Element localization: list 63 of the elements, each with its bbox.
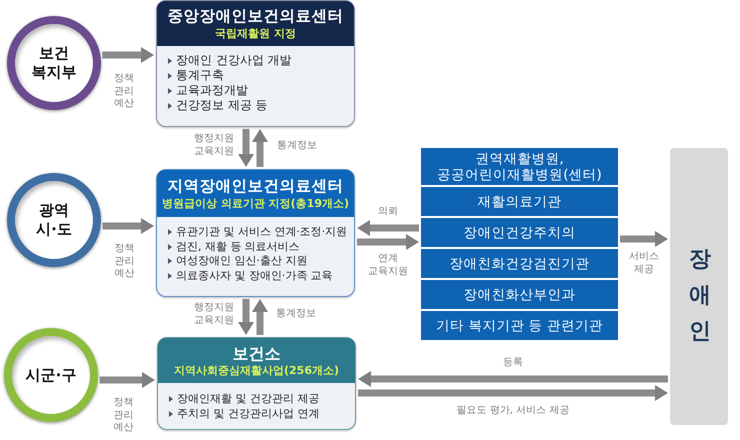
panel-title: 보건소 xyxy=(232,344,280,362)
edge-label: 서비스 제공 xyxy=(628,251,660,276)
arrow xyxy=(252,299,268,335)
circle-label: 보건 복지부 xyxy=(30,44,78,82)
edge-label: 등록 xyxy=(502,357,524,370)
bullet-text: 의료종사자 및 장애인·가족 교육 xyxy=(176,268,333,283)
institution-box xyxy=(421,311,618,340)
institution-box xyxy=(421,218,618,247)
bullet-text: 장애인 건강사업 개발 xyxy=(176,53,292,68)
edge-label: 통계정보 xyxy=(275,308,317,320)
arrow xyxy=(357,234,419,250)
circle-node xyxy=(4,328,98,422)
arrow xyxy=(252,129,268,167)
panel-title: 중앙장애인보건의료센터 xyxy=(168,6,344,26)
institution-name: 기타 복지기관 등 관련기관 xyxy=(435,318,604,334)
institution-name: 장애친화건강검진기관 xyxy=(448,256,590,272)
institution-name: 재활의료기관 xyxy=(476,194,562,210)
panel-subtitle: 병원급이상 의료기관 지정(총19개소) xyxy=(162,196,350,210)
edge-label: 정책 관리 예산 xyxy=(113,73,136,110)
edge-label: 행정지원 교육지원 xyxy=(193,133,235,158)
institution-name: 장애친화산부인과 xyxy=(462,286,576,302)
bullet-text: 주치의 및 건강관리사업 연계 xyxy=(177,406,320,421)
arrow xyxy=(100,372,155,388)
info-panel xyxy=(157,337,356,430)
arrow xyxy=(358,371,668,387)
circle-node xyxy=(7,173,101,267)
bullet-text: 통계구축 xyxy=(176,68,224,83)
institution-name: 권역재활병원, 공공어린이재활병원(센터) xyxy=(436,150,603,182)
info-panel xyxy=(156,169,355,297)
institution-box xyxy=(421,148,618,185)
edge-label: 연계 교육지원 xyxy=(367,253,409,278)
panel-title: 지역장애인보건의료센터 xyxy=(168,176,344,196)
edge-label: 정책 관리 예산 xyxy=(112,397,134,434)
arrow xyxy=(102,218,154,234)
info-panel xyxy=(156,0,355,127)
edge-label: 통계정보 xyxy=(276,140,318,152)
institution-box xyxy=(421,187,618,216)
circle-label: 광역 시·도 xyxy=(35,201,73,239)
circle-label: 시군·구 xyxy=(24,366,78,384)
arrow xyxy=(238,299,254,335)
arrow xyxy=(358,385,668,401)
arrow xyxy=(620,231,668,247)
edge-label: 필요도 평가, 서비스 제공 xyxy=(456,405,570,418)
bullet-text: 검진, 재활 등 의료서비스 xyxy=(176,240,300,254)
edge-label: 행정지원 교육지원 xyxy=(193,302,235,327)
bullet-text: 교육과정개발 xyxy=(176,83,248,98)
panel-subtitle: 국립재활원 지정 xyxy=(215,26,296,40)
arrow xyxy=(102,47,154,63)
bullet-text: 장애인재활 및 건강관리 제공 xyxy=(177,391,320,406)
arrow xyxy=(357,220,419,236)
edge-label: 의뢰 xyxy=(377,206,399,218)
circle-node xyxy=(7,16,101,110)
panel-subtitle: 지역사회중심재활사업(256개소) xyxy=(174,362,340,378)
institution-name: 장애인건강주치의 xyxy=(462,224,576,240)
edge-label: 정책 관리 예산 xyxy=(113,243,136,280)
bullet-text: 유관기관 및 서비스 연계·조정·지원 xyxy=(176,225,348,240)
bullet-text: 여성장애인 임신·출산 지원 xyxy=(176,254,308,268)
band-label: 장애인 xyxy=(686,232,713,340)
institution-box xyxy=(421,249,618,278)
arrow xyxy=(238,129,254,167)
institution-box xyxy=(421,280,618,309)
bullet-text: 건강정보 제공 등 xyxy=(176,98,268,113)
side-band xyxy=(670,148,728,425)
